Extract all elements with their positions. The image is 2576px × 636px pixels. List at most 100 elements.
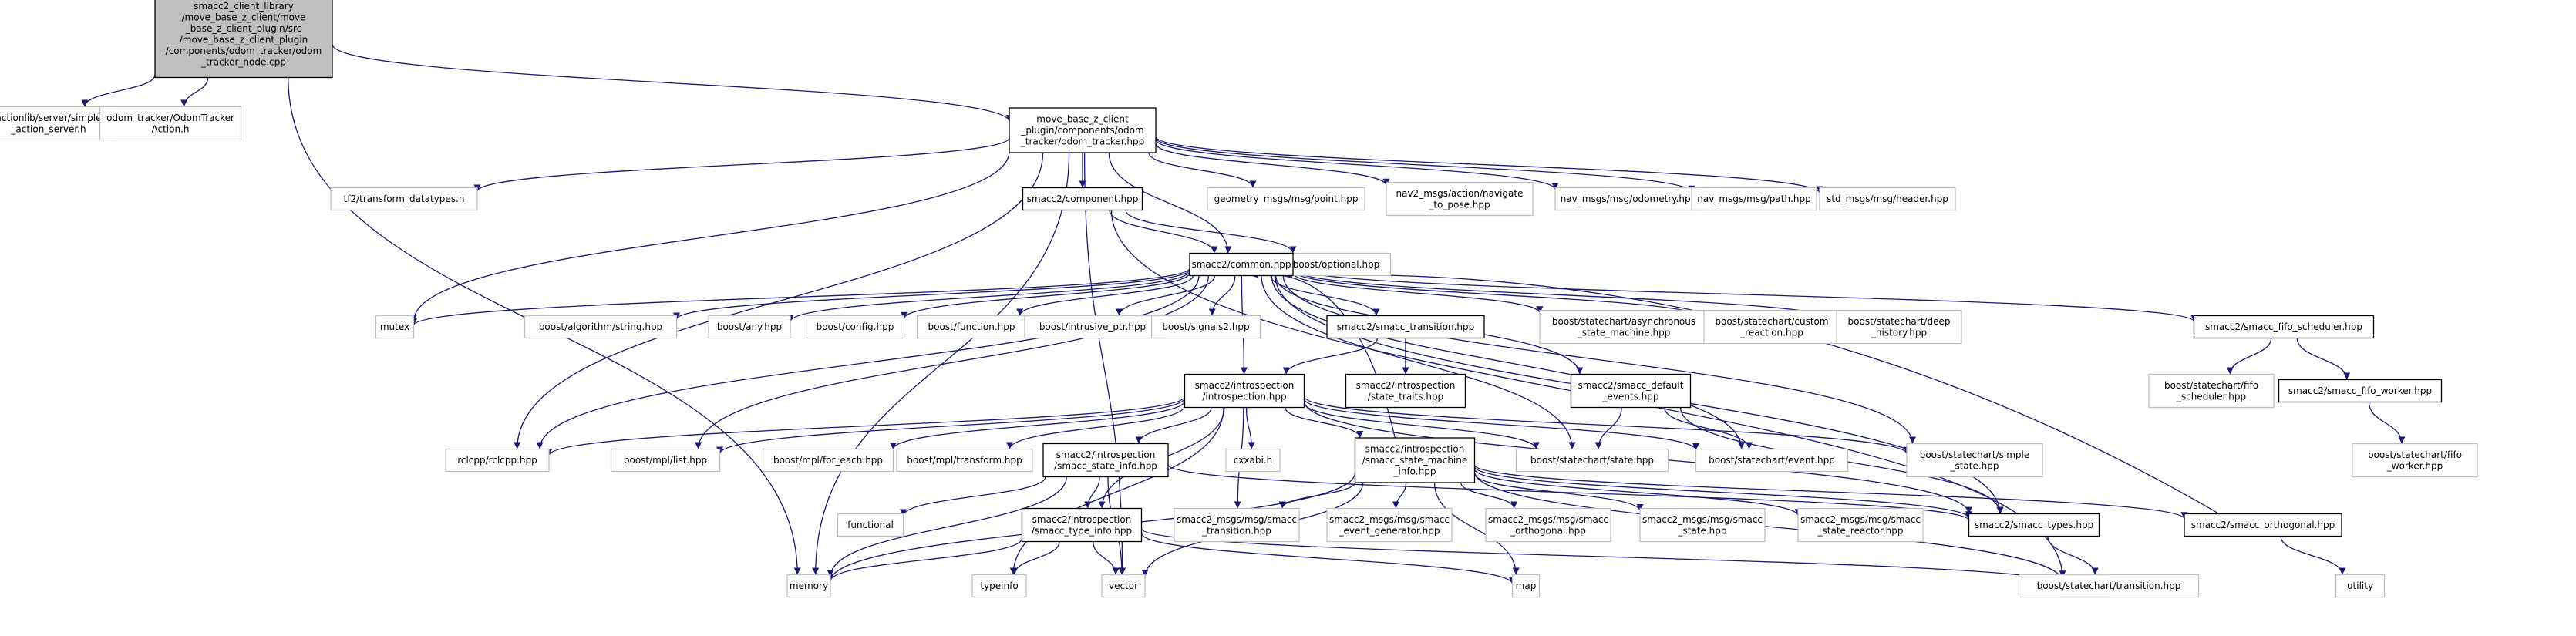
edge-component-to-common: [1109, 210, 1218, 254]
node-label: _state.hpp: [1677, 525, 1726, 536]
node-label: _tracker/odom_tracker.hpp: [1020, 136, 1144, 146]
edge-arrow: [2280, 536, 2346, 575]
node-msg-transition: smacc2_msgs/msg/smacc_transition.hpp: [1174, 507, 1300, 543]
node-label: tf2/transform_datatypes.h: [344, 193, 465, 204]
node-label: smacc2/common.hpp: [1191, 259, 1291, 270]
node-label: boost/statechart/simple: [1920, 449, 2030, 460]
node-state-info[interactable]: smacc2/introspection/smacc_state_info.hp…: [1042, 443, 1169, 478]
node-common[interactable]: smacc2/common.hpp: [1189, 252, 1294, 277]
node-label: boost/statechart/state.hpp: [1530, 455, 1654, 466]
edge-fifo-worker-to-fifo-worker-sc: [2368, 402, 2406, 444]
node-default-events[interactable]: smacc2/smacc_default_events.hpp: [1570, 373, 1692, 409]
edge-arrow: [1303, 396, 1911, 454]
node-introspection[interactable]: smacc2/introspection/introspection.hpp: [1184, 373, 1305, 409]
node-box: [524, 315, 678, 339]
node-label: smacc2_client_library: [194, 1, 294, 12]
edge-root-to-odom-action: [180, 77, 209, 107]
node-box: [1150, 315, 1261, 339]
edge-arrow: [1245, 407, 1255, 449]
edge-arrow: [716, 398, 1186, 454]
edge-introspection-to-mpl-foreach: [890, 400, 1186, 450]
node-sc-event: boost/statechart/event.hpp: [1695, 448, 1849, 473]
edge-arrow: [1084, 476, 1100, 509]
edge-odom-hpp-to-nav-odom: [1155, 139, 1559, 190]
node-label: boost/mpl/list.hpp: [624, 455, 707, 466]
edge-arrow: [1271, 275, 1746, 449]
node-box: [837, 513, 904, 537]
node-label: smacc2/smacc_transition.hpp: [1337, 321, 1474, 332]
node-nav-path: nav_msgs/msg/path.hpp: [1691, 187, 1817, 211]
node-smacc-types[interactable]: smacc2/smacc_types.hpp: [1968, 513, 2100, 537]
edge-common-to-async-sm: [1292, 272, 1544, 314]
node-cxxabi: cxxabi.h: [1225, 448, 1281, 473]
node-component[interactable]: smacc2/component.hpp: [1022, 187, 1143, 211]
node-odom-hpp[interactable]: move_base_z_client_plugin/components/odo…: [1009, 107, 1157, 153]
node-box: [1345, 373, 1466, 409]
node-sm-info[interactable]: smacc2/introspection/smacc_state_machine…: [1354, 437, 1476, 483]
edge-arrow: [1473, 473, 1644, 512]
node-label: nav_msgs/msg/path.hpp: [1697, 193, 1810, 204]
node-state-traits[interactable]: smacc2/introspection/state_traits.hpp: [1345, 373, 1466, 409]
node-box: [1225, 448, 1281, 473]
node-transition[interactable]: smacc2/smacc_transition.hpp: [1326, 315, 1485, 339]
edge-common-to-sc-state: [1261, 275, 1576, 449]
edge-fifo-sched-to-fifo-worker: [2296, 338, 2351, 380]
edge-common-to-mpl-list: [695, 275, 1210, 449]
node-signals2: boost/signals2.hpp: [1150, 315, 1261, 339]
node-box: [762, 448, 894, 473]
edge-fifo-sched-to-fifo-sched-sc: [2226, 338, 2272, 375]
node-box: [1009, 107, 1157, 153]
node-fifo-sched[interactable]: smacc2/smacc_fifo_scheduler.hpp: [2193, 315, 2375, 339]
node-mpl-foreach: boost/mpl/for_each.hpp: [762, 448, 894, 473]
edge-odom-hpp-to-nav2: [1155, 143, 1390, 186]
edge-arrow: [1125, 210, 1297, 254]
node-nav-odom: nav_msgs/msg/odometry.hpp: [1554, 187, 1702, 211]
node-orthogonal[interactable]: smacc2/smacc_orthogonal.hpp: [2184, 513, 2342, 537]
node-box: [0, 106, 117, 141]
edge-arrow: [2047, 536, 2099, 575]
edge-sm-info-to-msg-eventgen: [1392, 482, 1407, 509]
edge-arrow: [1473, 469, 1802, 517]
node-box: [1207, 187, 1365, 211]
node-label: nav_msgs/msg/odometry.hpp: [1561, 193, 1697, 204]
edge-arrow: [1278, 481, 1356, 509]
node-label: smacc2/smacc_default: [1578, 380, 1684, 391]
node-box: [2278, 379, 2443, 403]
node-box: [1101, 574, 1146, 598]
node-type-info[interactable]: smacc2/introspection/smacc_type_info.hpp: [1021, 507, 1143, 543]
edge-type-info-to-vector: [1093, 541, 1120, 575]
edge-common-to-sc-event: [1271, 275, 1746, 449]
edge-layer: [81, 44, 2406, 585]
edge-orthogonal-to-utility: [2280, 536, 2346, 575]
edge-state-info-to-type-info: [1084, 476, 1100, 509]
edge-arrow: [1473, 464, 2188, 520]
node-box: [896, 448, 1033, 473]
node-label: boost/intrusive_ptr.hpp: [1039, 321, 1146, 332]
node-label: smacc2_msgs/msg/smacc: [1488, 514, 1608, 525]
edge-odom-hpp-to-geo-point: [1148, 152, 1257, 188]
node-box: [1354, 437, 1476, 483]
node-label: boost/statechart/transition.hpp: [2037, 580, 2181, 591]
edge-arrow: [900, 476, 1046, 517]
edge-common-to-signals2: [1208, 275, 1236, 316]
edge-arrow: [1155, 143, 1390, 186]
edge-introspection-to-typeinfo: [1009, 407, 1224, 575]
edge-default-events-to-sc-state: [1594, 407, 1622, 449]
edge-sm-info-to-map: [1433, 482, 1520, 575]
node-fifo-worker[interactable]: smacc2/smacc_fifo_worker.hpp: [2278, 379, 2443, 403]
node-box: [1022, 187, 1143, 211]
edge-odom-hpp-to-std-header: [1155, 136, 1823, 194]
node-label: smacc2_msgs/msg/smacc: [1642, 514, 1763, 525]
edge-introspection-to-mpl-transform: [1006, 405, 1186, 449]
node-fifo-worker-sc: boost/statechart/fifo_worker.hpp: [2352, 443, 2478, 478]
node-any: boost/any.hpp: [708, 315, 791, 339]
edge-arrow: [901, 272, 1190, 319]
edge-type-info-to-map: [1140, 533, 1516, 584]
node-box: [1695, 448, 1849, 473]
node-label: utility: [2347, 580, 2373, 591]
node-box: [786, 574, 831, 598]
node-box: [375, 315, 415, 339]
edge-type-info-to-memory: [827, 538, 1023, 582]
edge-introspection-to-state-info: [1135, 407, 1212, 444]
node-label: _state_machine.hpp: [1577, 327, 1671, 338]
